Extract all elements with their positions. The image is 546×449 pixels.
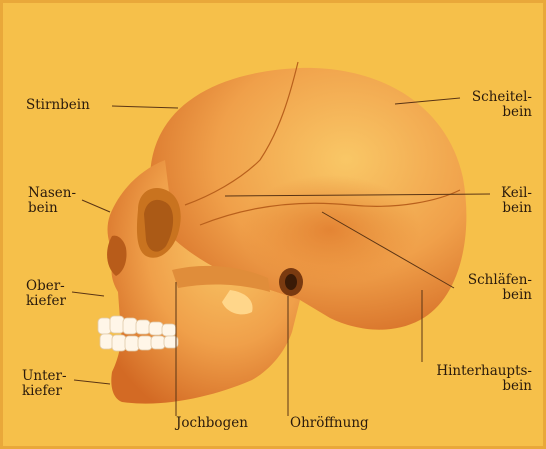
label-nasenbein: Nasen- bein: [28, 186, 76, 216]
label-unterkiefer: Unter- kiefer: [22, 369, 67, 399]
label-keilbein: Keil- bein: [450, 186, 532, 216]
label-oberkiefer: Ober- kiefer: [26, 279, 66, 309]
label-schlaefenbein: Schläfen- bein: [420, 273, 532, 303]
temple-shadow: [240, 175, 420, 285]
label-ohroeffnung: Ohröffnung: [290, 416, 369, 431]
label-scheitelbein: Scheitel- bein: [430, 90, 532, 120]
label-hinterhauptsbein: Hinterhaupts- bein: [400, 364, 532, 394]
label-jochbogen: Jochbogen: [176, 416, 248, 431]
label-stirnbein: Stirnbein: [26, 98, 90, 113]
